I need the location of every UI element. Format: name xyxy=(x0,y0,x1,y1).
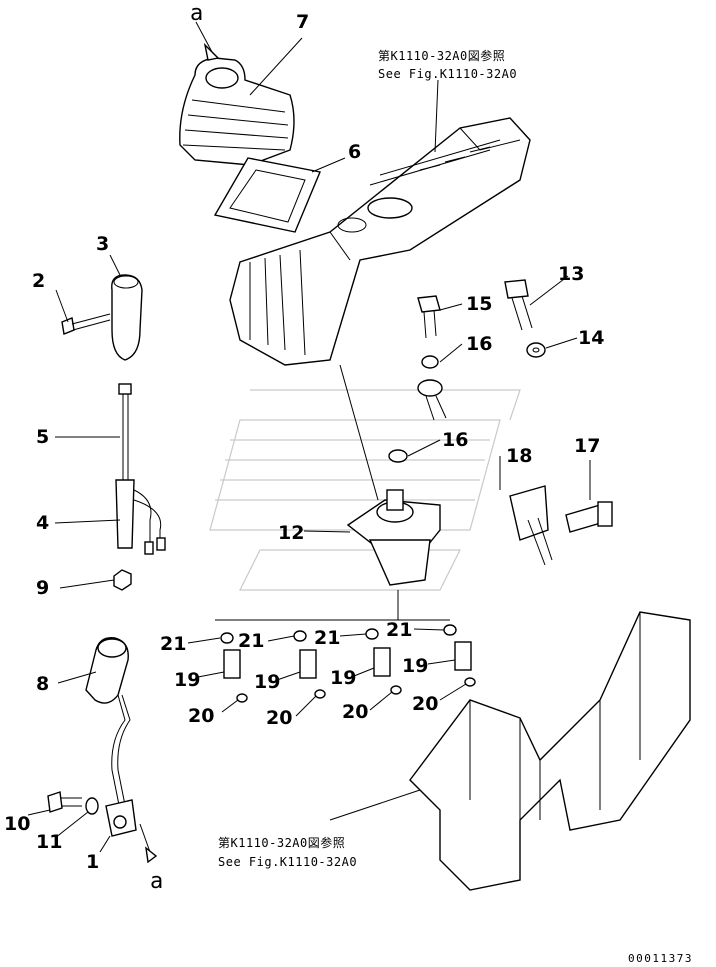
callout-1: 1 xyxy=(86,851,99,873)
ref-bottom-jp: 第K1110-32A0図参照 xyxy=(218,835,345,850)
callout-21-c: 21 xyxy=(314,627,340,649)
callout-9: 9 xyxy=(36,577,49,599)
valve-part-12 xyxy=(346,489,441,586)
callout-2: 2 xyxy=(32,270,45,292)
callout-19-d: 19 xyxy=(402,655,428,677)
callout-20-b: 20 xyxy=(266,707,292,729)
callout-13: 13 xyxy=(558,263,584,285)
callout-19-c: 19 xyxy=(330,667,356,689)
callout-21-d: 21 xyxy=(386,619,412,641)
bolt-part-15 xyxy=(417,295,441,339)
fitting-set xyxy=(220,624,476,703)
callout-18: 18 xyxy=(506,445,532,467)
frame-stand xyxy=(409,611,691,891)
washer-part-11 xyxy=(85,797,99,815)
callout-8: 8 xyxy=(36,673,49,695)
boot-part-7 xyxy=(179,57,295,166)
callout-16-upper: 16 xyxy=(466,333,492,355)
callout-11: 11 xyxy=(36,831,62,853)
callout-16-lower: 16 xyxy=(442,429,468,451)
bracket-part-1 xyxy=(105,799,137,837)
callout-6: 6 xyxy=(348,141,361,163)
nut-part-9 xyxy=(113,569,132,591)
callout-20-c: 20 xyxy=(342,701,368,723)
frame-part-6 xyxy=(213,157,321,233)
bolt-part-13 xyxy=(504,279,533,331)
ref-top-en: See Fig.K1110-32A0 xyxy=(378,67,517,81)
callout-3: 3 xyxy=(96,233,109,255)
ref-top-jp: 第K1110-32A0図参照 xyxy=(378,48,505,63)
bolt-part-17 xyxy=(565,501,613,533)
knob-part-3 xyxy=(111,274,143,361)
view-marker-a-top: a xyxy=(190,1,203,26)
arrow-a-top xyxy=(203,42,220,61)
switch-part-4 xyxy=(115,479,166,555)
callout-19-a: 19 xyxy=(174,669,200,691)
spacer xyxy=(417,379,447,421)
drawing-code: 00011373 xyxy=(628,952,693,965)
arrow-a-bottom xyxy=(145,846,158,864)
callout-21-a: 21 xyxy=(160,633,186,655)
callout-12: 12 xyxy=(278,522,304,544)
cable-part-5 xyxy=(118,383,132,480)
console-housing xyxy=(229,117,531,366)
washer-part-16a xyxy=(421,355,439,369)
callout-5: 5 xyxy=(36,426,49,448)
bracket-part-18 xyxy=(509,485,553,566)
bolt-part-10 xyxy=(47,791,82,813)
washer-part-16b xyxy=(388,449,408,463)
watermark-logo xyxy=(209,389,521,591)
lever-part-8 xyxy=(85,637,131,811)
callout-21-b: 21 xyxy=(238,630,264,652)
callout-14: 14 xyxy=(578,327,604,349)
callout-7: 7 xyxy=(296,11,309,33)
callout-10: 10 xyxy=(4,813,30,835)
callout-20-a: 20 xyxy=(188,705,214,727)
callout-15: 15 xyxy=(466,293,492,315)
callout-19-b: 19 xyxy=(254,671,280,693)
view-marker-a-bottom: a xyxy=(150,869,163,894)
screw-part-2 xyxy=(61,313,111,335)
ref-bottom-en: See Fig.K1110-32A0 xyxy=(218,855,357,869)
callout-4: 4 xyxy=(36,512,49,534)
leader-lines xyxy=(27,21,591,853)
callout-17: 17 xyxy=(574,435,600,457)
washer-part-14 xyxy=(526,342,546,358)
callout-20-d: 20 xyxy=(412,693,438,715)
